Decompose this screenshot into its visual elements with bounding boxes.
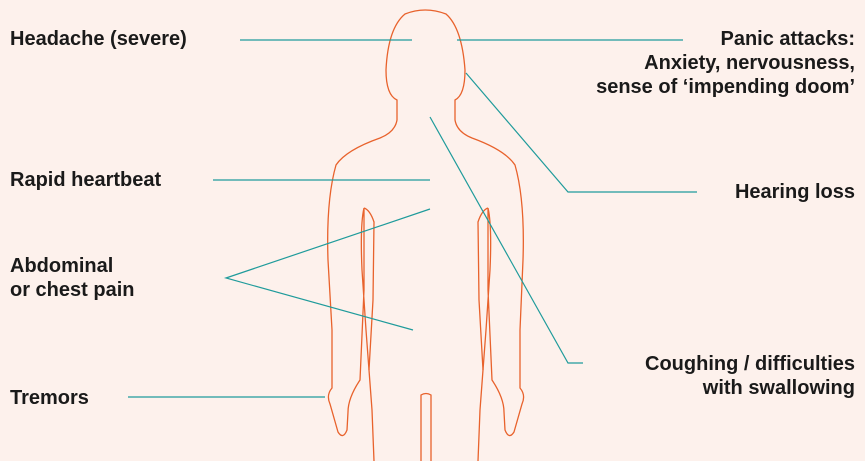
heartbeat-label-line1: Rapid heartbeat <box>10 168 161 192</box>
abdominal-label-line2: or chest pain <box>10 278 134 302</box>
left-arm-inner-outline <box>364 208 374 370</box>
coughing-label-line2: with swallowing <box>645 376 855 400</box>
panic-label-line2: Anxiety, nervousness, <box>596 51 855 75</box>
hearing-loss-label: Hearing loss <box>735 180 855 204</box>
panic-label-line3: sense of ‘impending doom’ <box>596 75 855 99</box>
coughing-label-line1: Coughing / difficulties <box>645 352 855 376</box>
headache-label: Headache (severe) <box>10 27 187 51</box>
abdominal-label-line1: Abdominal <box>10 254 134 278</box>
tremors-label: Tremors <box>10 386 89 410</box>
panic-label-line1: Panic attacks: <box>596 27 855 51</box>
tremors-label-line1: Tremors <box>10 386 89 410</box>
panic-attacks-label: Panic attacks: Anxiety, nervousness, sen… <box>596 27 855 99</box>
leg-gap-outline <box>421 394 431 461</box>
coughing-leader-line <box>430 117 583 363</box>
abdominal-pain-label: Abdominal or chest pain <box>10 254 134 302</box>
heartbeat-label: Rapid heartbeat <box>10 168 161 192</box>
headache-label-line1: Headache (severe) <box>10 27 187 51</box>
coughing-label: Coughing / difficulties with swallowing <box>645 352 855 400</box>
hearing-label-line1: Hearing loss <box>735 180 855 204</box>
right-arm-inner-outline <box>478 208 488 370</box>
